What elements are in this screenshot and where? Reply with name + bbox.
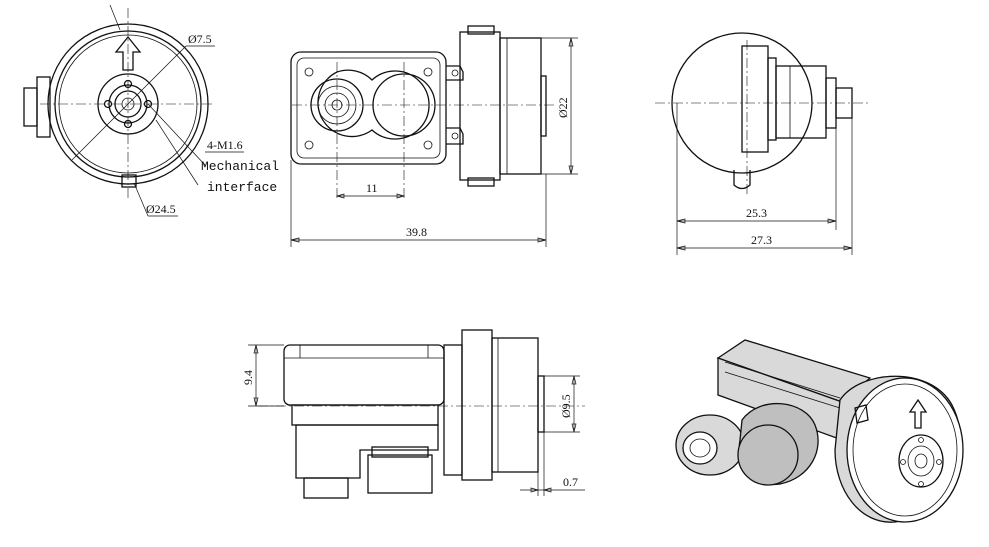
front-outer-dia-label: Ø24.5 — [146, 202, 176, 216]
top-height-dia-label: Ø22 — [556, 97, 570, 118]
top-view — [290, 25, 578, 247]
side-view — [248, 329, 585, 499]
front-view — [23, 4, 244, 217]
side-flange-thk-label: 0.7 — [563, 475, 578, 489]
thread-spec-label: 4-M1.6 — [207, 138, 243, 152]
right-inner-width-label: 25.3 — [746, 206, 767, 220]
side-height-label: 9.4 — [241, 370, 255, 385]
top-pitch-label: 11 — [366, 181, 378, 195]
right-outer-width-label: 27.3 — [751, 233, 772, 247]
top-length-label: 39.8 — [406, 225, 427, 239]
side-flange-dia-label: Ø9.5 — [559, 394, 573, 418]
mechanical-label: Mechanical — [201, 159, 279, 174]
isometric-view — [675, 339, 964, 523]
right-view — [655, 32, 870, 255]
front-hole-dia-label: Ø7.5 — [188, 32, 212, 46]
interface-label: interface — [207, 180, 277, 195]
